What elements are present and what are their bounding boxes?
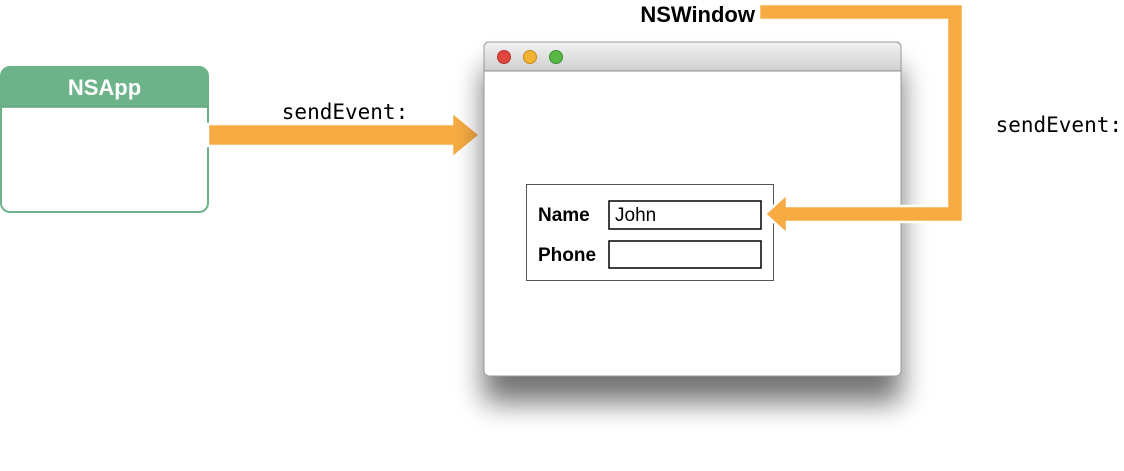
window-title-bar: [483, 41, 902, 72]
nsapp-box: NSApp: [0, 66, 209, 213]
traffic-lights: [497, 50, 563, 64]
close-button-icon[interactable]: [497, 50, 511, 64]
minimize-button-icon[interactable]: [523, 50, 537, 64]
phone-label: Phone: [538, 245, 596, 266]
nsapp-title: NSApp: [68, 75, 141, 100]
form-box: Name John Phone: [526, 184, 774, 281]
send-event-label-right: sendEvent:: [996, 113, 1122, 137]
name-input-value: John: [615, 205, 656, 226]
send-event-arrow-right: [757, 2, 965, 237]
name-input[interactable]: [608, 200, 762, 230]
zoom-button-icon[interactable]: [549, 50, 563, 64]
send-event-label-left: sendEvent:: [282, 100, 408, 124]
phone-input[interactable]: [608, 240, 762, 269]
nswindow-label: NSWindow: [640, 2, 756, 27]
name-label: Name: [538, 205, 590, 226]
send-event-arrow-left: [206, 109, 482, 161]
nsapp-header: [1, 67, 208, 107]
